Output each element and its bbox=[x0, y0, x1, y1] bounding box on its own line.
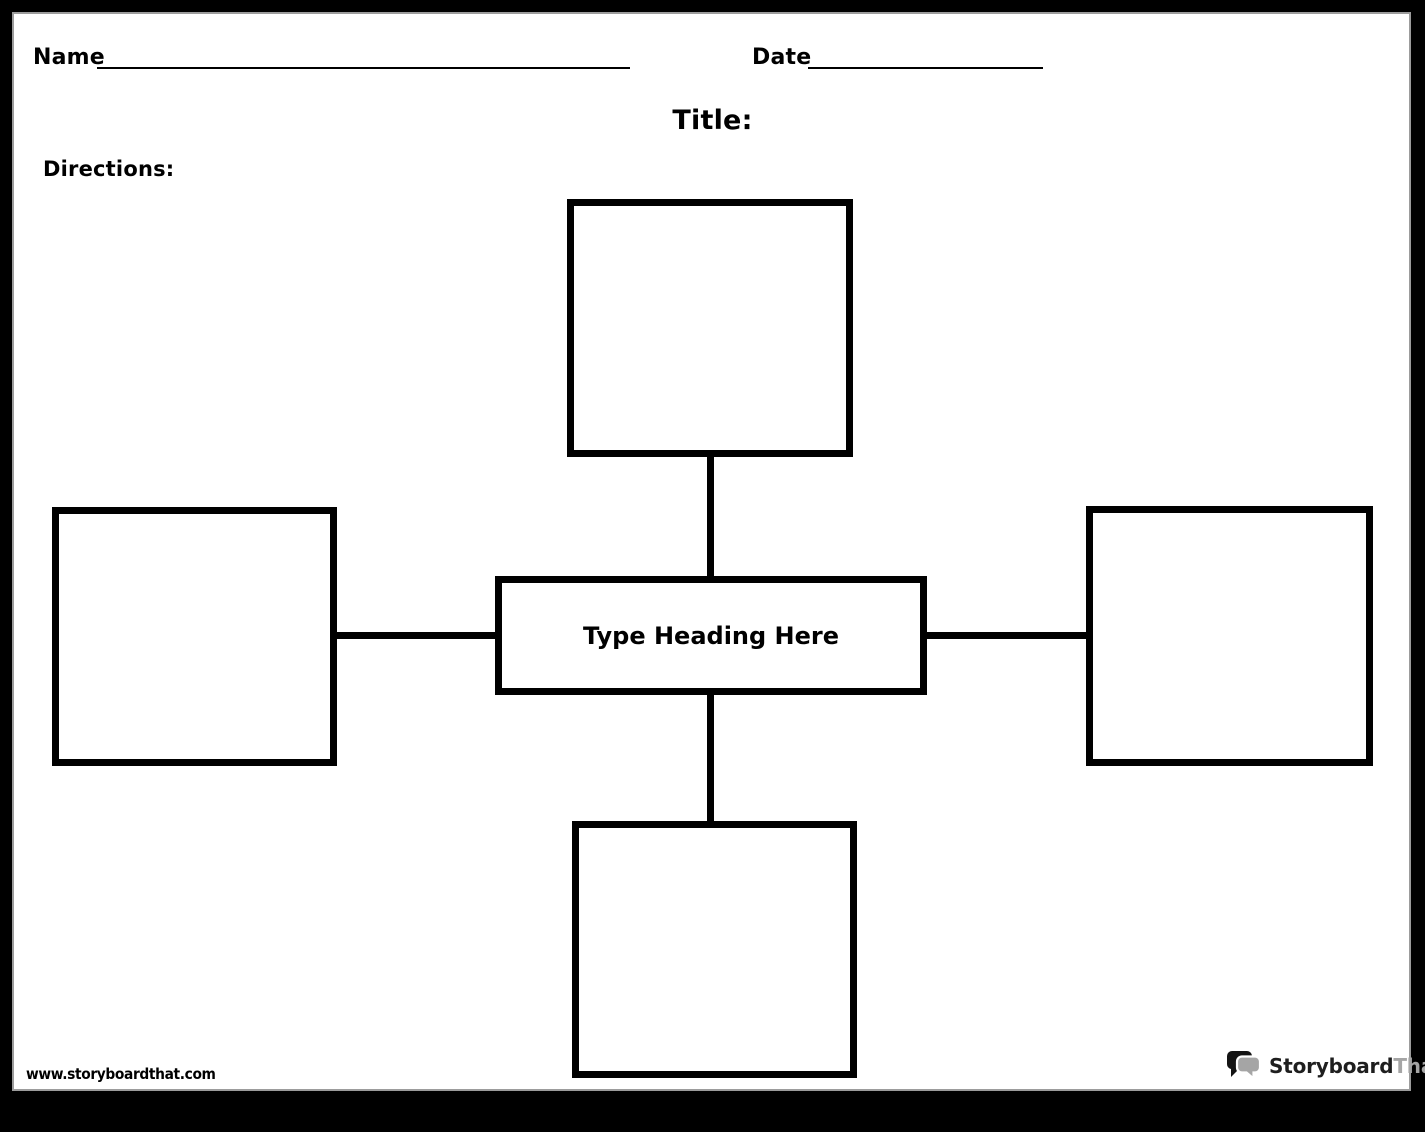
spider-cell-right[interactable] bbox=[1086, 506, 1373, 766]
brand-wordmark: StoryboardThat bbox=[1269, 1054, 1425, 1078]
website-url: www.storyboardthat.com bbox=[26, 1065, 216, 1083]
center-heading-box[interactable]: Type Heading Here bbox=[495, 576, 927, 695]
spider-cell-top[interactable] bbox=[567, 199, 853, 457]
date-fill-in-line[interactable] bbox=[808, 67, 1043, 69]
storyboardthat-logo: StoryboardThat bbox=[1227, 1050, 1425, 1082]
brand-wordmark-secondary: That bbox=[1393, 1054, 1425, 1078]
name-fill-in-line[interactable] bbox=[97, 67, 630, 69]
center-heading-text: Type Heading Here bbox=[582, 621, 840, 650]
connector-top bbox=[707, 456, 714, 578]
speech-bubbles-icon bbox=[1227, 1050, 1263, 1082]
brand-wordmark-primary: Storyboard bbox=[1269, 1054, 1394, 1078]
title-label: Title: bbox=[672, 105, 753, 136]
name-label: Name bbox=[33, 45, 105, 70]
date-label: Date bbox=[752, 45, 812, 70]
directions-label: Directions: bbox=[43, 157, 175, 181]
spider-cell-bottom[interactable] bbox=[572, 821, 857, 1078]
connector-right bbox=[926, 632, 1088, 639]
connector-bottom bbox=[707, 693, 714, 823]
connector-left bbox=[336, 632, 497, 639]
spider-cell-left[interactable] bbox=[52, 507, 337, 766]
